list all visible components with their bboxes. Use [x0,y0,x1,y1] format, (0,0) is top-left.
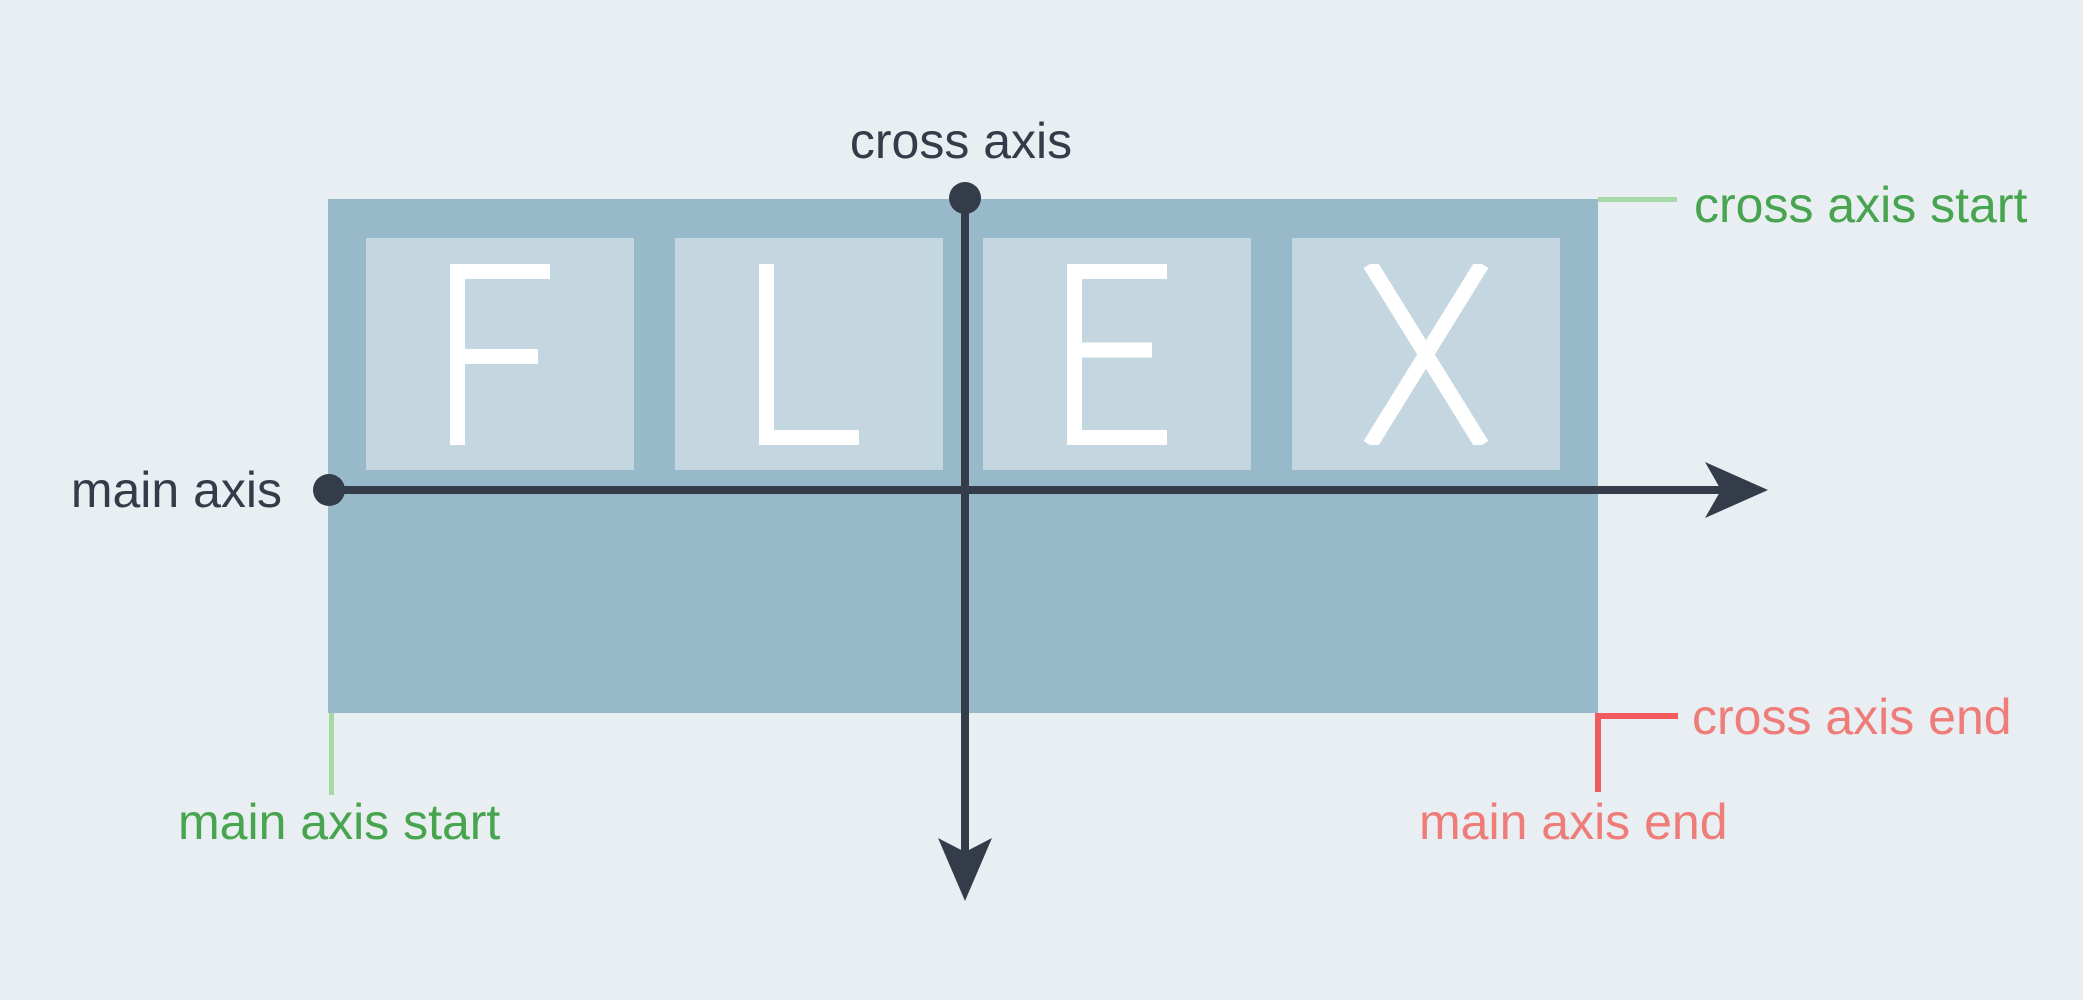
flex-container [328,199,1598,713]
flex-items-row [328,238,1598,470]
letter-E-glyph [1067,263,1168,445]
cross-axis-end-tick-line [1595,713,1678,719]
letter-F-glyph [450,263,550,445]
main-axis-label: main axis [70,462,282,518]
flex-item-L [674,238,943,470]
flex-item-X [1291,238,1560,470]
cross-axis-start-tick-line [1598,197,1677,202]
cross-axis-label: cross axis [849,113,1073,169]
flex-item-E [983,238,1252,470]
main-axis-arrowhead-icon [1705,462,1768,518]
cross-axis-end-label: cross axis end [1692,689,2012,745]
cross-axis-start-label: cross axis start [1694,177,2028,233]
main-axis-end-tick-line [1595,713,1601,792]
main-axis-start-label: main axis start [178,794,501,850]
letter-X-glyph [1363,263,1489,445]
letter-L-glyph [758,263,859,445]
main-axis-start-tick-line [329,713,334,795]
main-axis-end-label: main axis end [1419,794,1728,850]
flex-item-F [366,238,634,470]
cross-axis-arrowhead-icon [938,838,992,901]
